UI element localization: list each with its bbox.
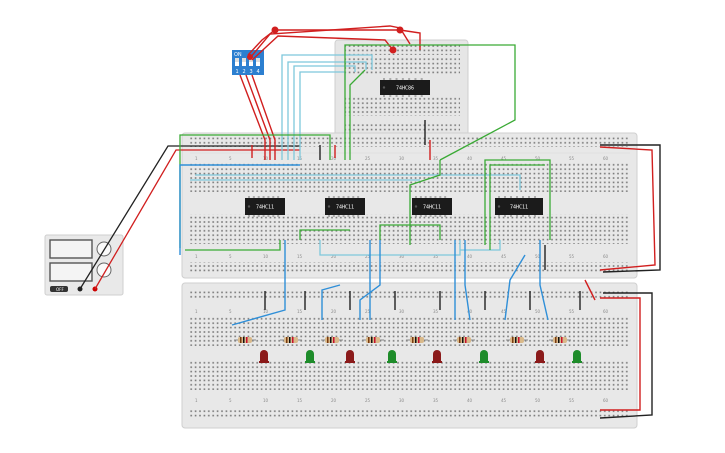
column-label: 1 (195, 156, 198, 161)
led-green[interactable] (305, 350, 315, 363)
column-label: 5 (229, 398, 232, 403)
column-label: 15 (297, 254, 303, 259)
column-label: 10 (263, 254, 269, 259)
column-label: 50 (535, 254, 541, 259)
chip-label: 74HC11 (510, 205, 528, 211)
resistor[interactable] (280, 337, 302, 343)
column-label: 20 (331, 309, 337, 314)
chip-label: 74HC11 (423, 205, 441, 211)
dip-number-3: 3 (250, 69, 253, 75)
led-green[interactable] (572, 350, 582, 363)
column-label: 20 (331, 156, 337, 161)
column-label: 40 (467, 156, 473, 161)
resistor[interactable] (506, 337, 528, 343)
blue-wires (179, 164, 549, 326)
dip-number-1: 1 (236, 69, 239, 75)
red-jumpers (251, 140, 596, 301)
black-jumpers (264, 120, 581, 310)
column-label: 25 (365, 398, 371, 403)
dip-number-2: 2 (243, 69, 246, 75)
led-red[interactable] (259, 350, 269, 363)
chip-m4[interactable]: 74HC11 (495, 196, 543, 217)
column-label: 55 (569, 309, 575, 314)
column-label: 55 (569, 156, 575, 161)
resistor[interactable] (406, 337, 428, 343)
column-label: 10 (263, 309, 269, 314)
chip-label: 74HC86 (396, 86, 414, 92)
dip-on-label: ON (234, 52, 242, 58)
led-red[interactable] (345, 350, 355, 363)
column-label: 5 (229, 309, 232, 314)
lightblue-wires (190, 54, 521, 256)
resistor[interactable] (362, 337, 384, 343)
column-label: 45 (501, 254, 507, 259)
column-label: 30 (399, 156, 405, 161)
right-black-rail-wire (600, 144, 661, 273)
chip-m1[interactable]: 74HC11 (245, 196, 285, 217)
column-label: 50 (535, 398, 541, 403)
column-label: 1 (195, 254, 198, 259)
chip-label: 74HC11 (256, 205, 274, 211)
column-label: 35 (433, 309, 439, 314)
led-green[interactable] (479, 350, 489, 363)
led-red[interactable] (432, 350, 442, 363)
column-label: 40 (467, 254, 473, 259)
column-label: 20 (331, 398, 337, 403)
chip-label: 74HC11 (336, 205, 354, 211)
column-label: 5 (229, 254, 232, 259)
bottom-breadboard: 1155101015152020252530303535404045455050… (181, 282, 638, 429)
column-label: 25 (365, 309, 371, 314)
led-red[interactable] (535, 350, 545, 363)
column-label: 55 (569, 254, 575, 259)
green-wires (179, 44, 551, 251)
chip-top[interactable]: 74HC86 (380, 78, 430, 97)
column-label: 35 (433, 254, 439, 259)
column-label: 55 (569, 398, 575, 403)
column-label: 50 (535, 309, 541, 314)
column-label: 15 (297, 309, 303, 314)
column-label: 60 (603, 398, 609, 403)
resistor[interactable] (321, 337, 343, 343)
column-label: 15 (297, 398, 303, 403)
resistor[interactable] (549, 337, 571, 343)
power-switch-label: OFF (56, 287, 64, 292)
column-label: 10 (263, 398, 269, 403)
column-label: 40 (467, 309, 473, 314)
column-label: 40 (467, 398, 473, 403)
column-label: 60 (603, 309, 609, 314)
column-label: 35 (433, 156, 439, 161)
power-supply[interactable]: OFF (44, 234, 124, 296)
ps-black-wire (79, 145, 300, 290)
column-label: 1 (195, 309, 198, 314)
led-green[interactable] (387, 350, 397, 363)
column-label: 20 (331, 254, 337, 259)
ps-red-wire (94, 149, 300, 290)
column-label: 50 (535, 156, 541, 161)
column-label: 5 (229, 156, 232, 161)
column-label: 60 (603, 156, 609, 161)
chip-m3[interactable]: 74HC11 (412, 196, 452, 217)
column-label: 30 (399, 398, 405, 403)
resistor[interactable] (234, 337, 256, 343)
column-label: 45 (501, 398, 507, 403)
column-label: 35 (433, 398, 439, 403)
column-label: 30 (399, 309, 405, 314)
column-label: 60 (603, 254, 609, 259)
resistor[interactable] (453, 337, 475, 343)
chip-m2[interactable]: 74HC11 (325, 196, 365, 217)
column-label: 45 (501, 309, 507, 314)
column-label: 30 (399, 254, 405, 259)
column-label: 1 (195, 398, 198, 403)
dip-red-wires (239, 25, 421, 160)
right-black-rail-wire-bottom (599, 292, 653, 419)
right-red-rail-wire (599, 146, 656, 271)
column-label: 25 (365, 156, 371, 161)
column-label: 25 (365, 254, 371, 259)
column-label: 10 (263, 156, 269, 161)
right-red-rail-wire-bottom (600, 297, 641, 411)
column-label: 45 (501, 156, 507, 161)
dip-number-4: 4 (257, 69, 260, 75)
